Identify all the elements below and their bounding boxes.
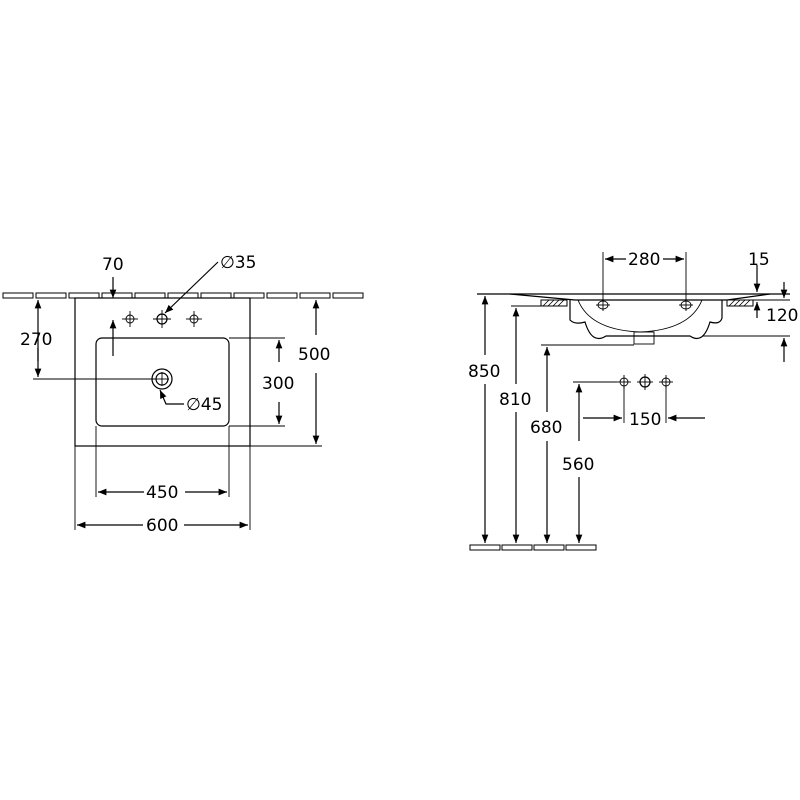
dim-bowl-depth: 300	[262, 374, 294, 394]
dim-height-fitting: 560	[562, 455, 594, 475]
dim-total-depth: 500	[298, 345, 330, 365]
bowl-outline	[95, 337, 230, 427]
dim-height-total: 850	[468, 362, 500, 382]
basin-profile	[509, 293, 771, 345]
basin-outline	[74, 297, 251, 447]
hatched-sections	[540, 299, 754, 307]
side-view: 280 15 120 850 810 680	[468, 250, 798, 551]
side-tap-holes	[596, 299, 693, 311]
dim-drain-diameter: ∅45	[186, 395, 222, 415]
floor-tiles	[469, 544, 597, 551]
dim-rim-thickness: 15	[748, 250, 770, 270]
dim-height-bottom: 680	[530, 418, 562, 438]
dim-bowl-width: 450	[146, 483, 178, 503]
dim-tap-spacing: 280	[628, 250, 660, 270]
dim-height-rim-bottom: 810	[499, 390, 531, 410]
top-view: 70 ∅35 270 ∅45 300 500 450 600	[2, 253, 364, 536]
fittings	[617, 374, 673, 390]
dim-basin-height: 120	[766, 306, 798, 326]
dim-tap-hole-diameter: ∅35	[220, 253, 256, 273]
tap-holes	[122, 310, 202, 328]
dim-total-width: 600	[146, 516, 178, 536]
dim-tap-offset: 70	[102, 255, 124, 275]
dim-wall-to-bowl: 270	[20, 330, 52, 350]
dim-fitting-spacing: 150	[629, 410, 661, 430]
